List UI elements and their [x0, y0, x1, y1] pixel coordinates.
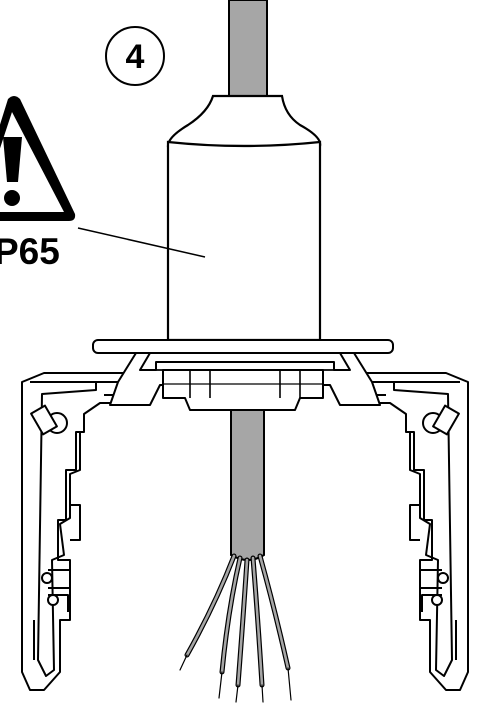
track-profile-left: [21, 372, 151, 691]
step-number: 4: [126, 38, 145, 76]
mounting-nut: [162, 369, 324, 411]
stripped-wires: [179, 553, 292, 703]
lower-cable: [230, 409, 265, 561]
warning-label: P65: [0, 231, 60, 272]
step-number-badge: 4: [105, 26, 165, 86]
leader-line: [77, 227, 206, 258]
connector-body: [166, 140, 322, 342]
upper-cable: [228, 0, 268, 101]
track-profile-right: [339, 372, 469, 691]
gland-cone: [166, 94, 322, 148]
connector-base-plate: [92, 339, 394, 354]
warning-triangle-icon: [0, 96, 76, 221]
